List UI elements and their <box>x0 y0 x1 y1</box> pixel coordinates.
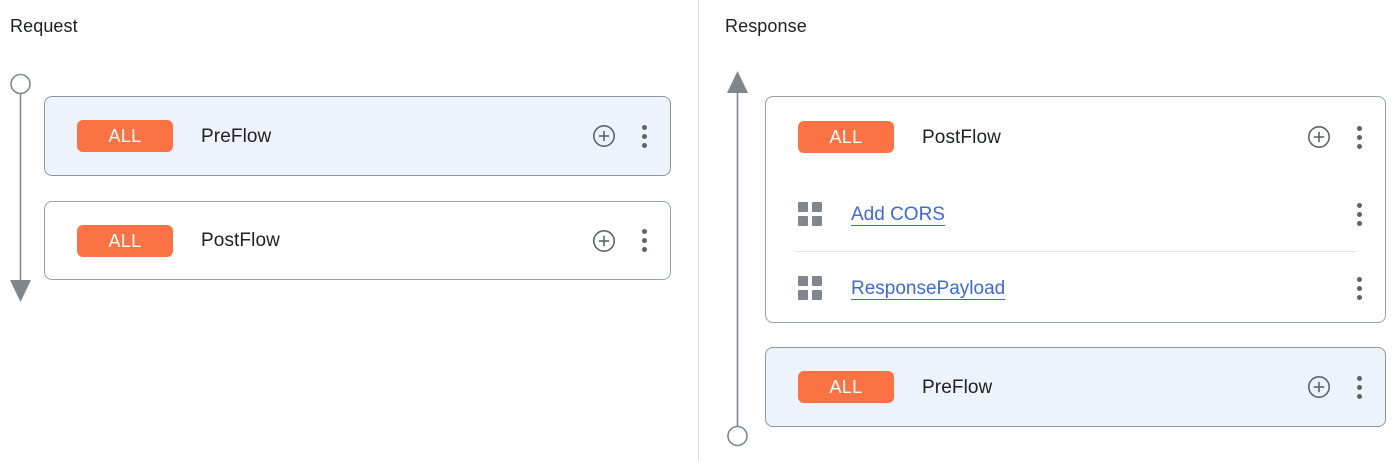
card-actions <box>1307 125 1369 149</box>
response-card-preflow[interactable]: ALL PreFlow <box>765 347 1386 427</box>
card-title: PreFlow <box>922 376 993 398</box>
grid-2x2-icon <box>798 202 822 226</box>
card-actions <box>592 124 654 148</box>
response-pane-title: Response <box>725 16 807 36</box>
kebab-menu-icon[interactable] <box>1349 202 1369 226</box>
card-header: ALL PreFlow <box>766 348 1385 426</box>
card-title: PostFlow <box>922 126 1001 148</box>
add-policy-button[interactable] <box>592 124 616 148</box>
method-badge: ALL <box>798 371 894 403</box>
request-pane-title: Request <box>10 16 78 36</box>
kebab-menu-icon[interactable] <box>1349 276 1369 300</box>
grid-2x2-icon <box>798 276 822 300</box>
response-flow-rail <box>725 68 751 452</box>
card-actions <box>592 229 654 253</box>
card-title: PreFlow <box>201 125 272 147</box>
request-pane: Request ALL PreFlow <box>8 16 671 310</box>
pane-divider <box>698 0 699 461</box>
policy-row[interactable]: Add CORS <box>766 177 1385 251</box>
plus-circle-icon <box>1308 126 1330 148</box>
kebab-menu-icon[interactable] <box>1349 125 1369 149</box>
policy-row[interactable]: ResponsePayload <box>766 251 1385 325</box>
add-policy-button[interactable] <box>1307 375 1331 399</box>
card-actions <box>1307 375 1369 399</box>
card-header: ALL PostFlow <box>45 202 670 279</box>
add-policy-button[interactable] <box>592 229 616 253</box>
kebab-menu-icon[interactable] <box>634 229 654 253</box>
card-title: PostFlow <box>201 230 280 251</box>
policy-link[interactable]: ResponsePayload <box>851 277 1006 299</box>
rail-end-arrow-down-icon <box>10 280 31 302</box>
response-pane: Response ALL PostFlow <box>699 0 1393 461</box>
card-header: ALL PostFlow <box>766 97 1385 177</box>
request-flow-rail <box>8 70 34 310</box>
method-badge: ALL <box>77 224 173 257</box>
kebab-menu-icon[interactable] <box>1349 375 1369 399</box>
request-card-preflow[interactable]: ALL PreFlow <box>44 96 671 176</box>
rail-end-circle-icon <box>727 425 748 447</box>
rail-start-arrow-up-icon <box>727 71 748 93</box>
response-card-postflow[interactable]: ALL PostFlow <box>765 96 1386 323</box>
plus-circle-icon <box>593 125 615 147</box>
rail-start-circle-icon <box>10 73 31 95</box>
kebab-menu-icon[interactable] <box>634 124 654 148</box>
request-card-postflow[interactable]: ALL PostFlow <box>44 201 671 280</box>
method-badge: ALL <box>77 120 173 152</box>
plus-circle-icon <box>593 229 615 252</box>
plus-circle-icon <box>1308 376 1330 398</box>
add-policy-button[interactable] <box>1307 125 1331 149</box>
policy-link[interactable]: Add CORS <box>851 203 945 225</box>
policy-list: Add CORS ResponsePayload <box>766 177 1385 325</box>
card-header: ALL PreFlow <box>45 97 670 175</box>
method-badge: ALL <box>798 121 894 153</box>
